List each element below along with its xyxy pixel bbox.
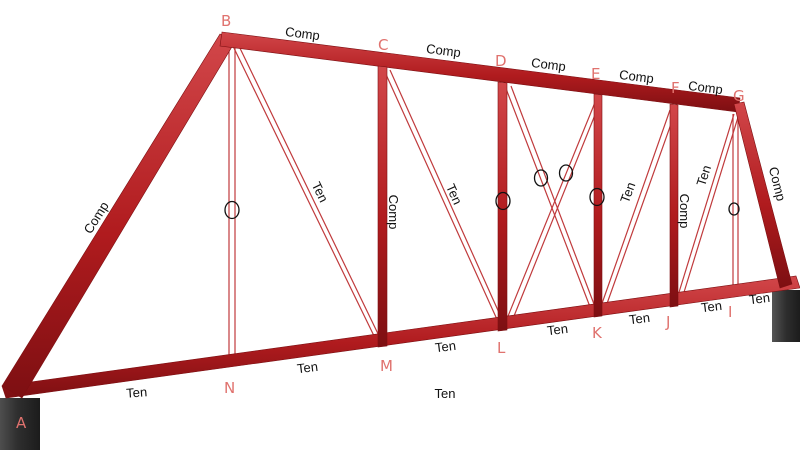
label-C-vertical: Comp: [386, 195, 401, 230]
node-label-B: B: [221, 12, 231, 30]
node-label-F: F: [671, 79, 680, 97]
rods: [228, 41, 740, 362]
beam-C-vertical: [377, 65, 388, 348]
right-support: [772, 290, 800, 342]
zero-marker-D-vertical: [495, 191, 511, 211]
label-NM: Ten: [296, 359, 319, 376]
zero-force-markers: [224, 164, 740, 220]
zero-marker-BN: [224, 200, 240, 220]
label-KJ: Ten: [628, 310, 651, 327]
node-label-G: G: [733, 87, 745, 105]
zero-marker-GI: [728, 202, 740, 216]
supports: [0, 290, 800, 450]
beam-bottom-chord: [1, 275, 800, 399]
node-label-E: E: [591, 65, 600, 83]
label-F-vertical: Comp: [677, 194, 692, 229]
label-FK: Ten: [617, 180, 638, 205]
rod-D-K: [504, 85, 598, 313]
label-LK: Ten: [546, 321, 569, 338]
beam-top-chord: [219, 31, 741, 113]
node-labels: A B C D E F G N M L K J I: [16, 12, 745, 432]
node-label-N: N: [224, 379, 235, 397]
zero-marker-diag-left: [533, 169, 549, 187]
rod-F-K: [598, 109, 677, 313]
beams: [1, 31, 800, 399]
label-AN: Ten: [126, 384, 148, 400]
beam-G-end: [733, 101, 793, 289]
beam-D-vertical: [497, 81, 508, 332]
label-CD: Comp: [425, 41, 461, 60]
label-I-end: Ten: [748, 290, 771, 307]
label-CL: Ten: [443, 182, 465, 207]
member-labels: Comp Comp Comp Comp Comp Comp Comp Comp …: [81, 24, 789, 401]
rod-E-L: [503, 99, 602, 327]
node-label-L: L: [497, 339, 506, 357]
label-BC: Comp: [284, 24, 320, 43]
label-GJ: Ten: [693, 163, 714, 188]
label-BM: Ten: [309, 179, 332, 204]
label-JI: Ten: [700, 298, 723, 315]
label-EF: Comp: [618, 67, 654, 86]
node-label-K: K: [592, 324, 603, 342]
node-label-D: D: [495, 52, 507, 70]
zero-marker-E-vertical: [589, 187, 605, 207]
label-bottom-center: Ten: [435, 386, 456, 401]
rod-G-J: [675, 113, 740, 303]
label-ML: Ten: [434, 338, 457, 355]
beam-AB: [1, 33, 237, 399]
zero-marker-diag-right: [558, 164, 574, 182]
beam-F-vertical: [669, 103, 679, 308]
node-label-J: J: [665, 313, 670, 331]
node-label-M: M: [380, 357, 393, 375]
left-support: [0, 398, 40, 450]
label-DE: Comp: [530, 55, 566, 74]
label-FG: Comp: [687, 78, 723, 97]
node-label-C: C: [378, 36, 388, 54]
node-label-A: A: [16, 414, 27, 432]
node-label-I: I: [728, 303, 732, 321]
rod-BM: [230, 41, 382, 341]
rod-CL: [383, 69, 506, 327]
